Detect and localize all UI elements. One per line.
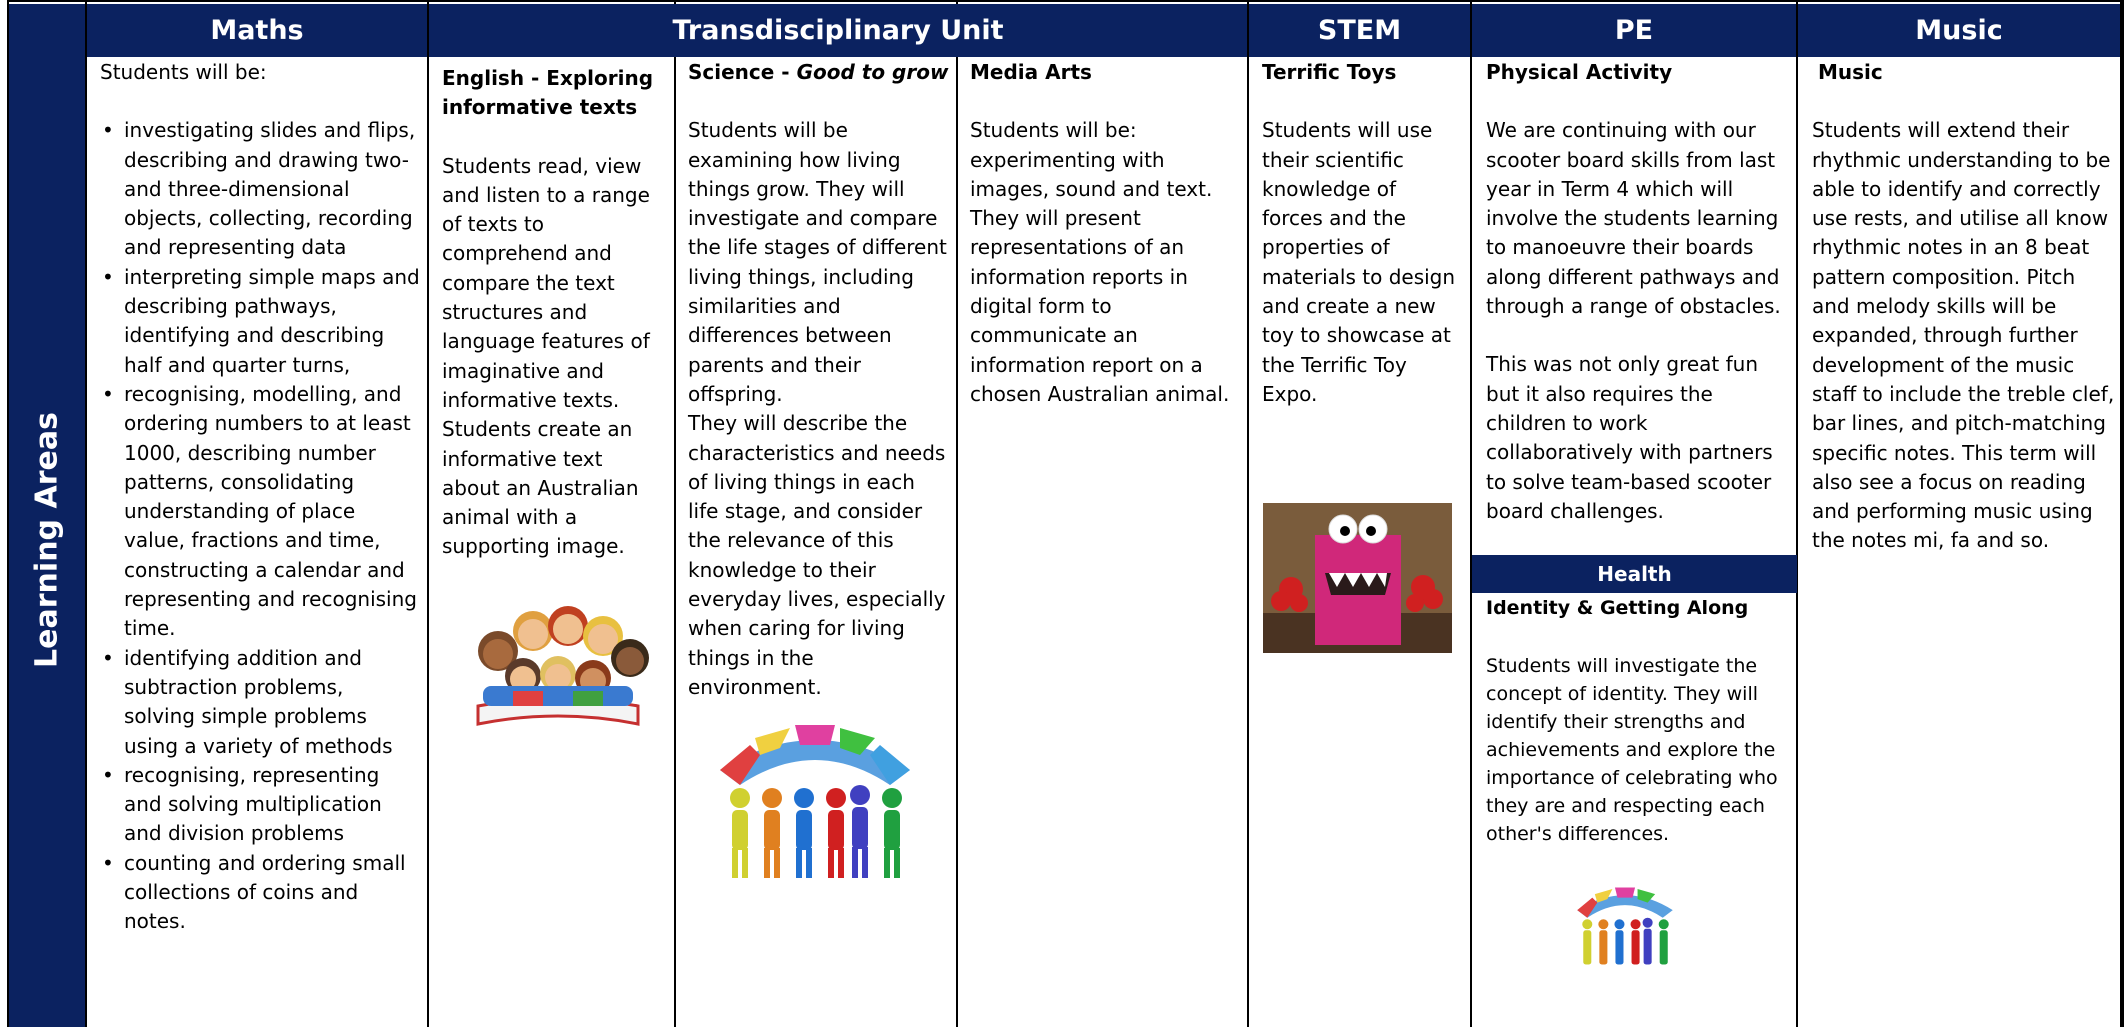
col-rule — [85, 0, 87, 1027]
science-cell: Science - Good to grow Students will be … — [688, 58, 950, 702]
maths-cell: Students will be: investigating slides a… — [100, 58, 420, 937]
pe-body-2: This was not only great fun but it also … — [1486, 352, 1773, 523]
maths-intro: Students will be: — [100, 60, 267, 84]
media-arts-cell: Media Arts Students will be: experimenti… — [970, 58, 1248, 409]
col-rule — [1796, 0, 1798, 1027]
table-frame — [7, 0, 2124, 1027]
media-arts-title: Media Arts — [970, 60, 1092, 84]
science-title: Science - Good to grow — [688, 60, 949, 84]
media-arts-body: Students will be: experimenting with ima… — [970, 118, 1230, 406]
science-body-1: Students will be examining how living th… — [688, 118, 947, 406]
pe-body-1: We are continuing with our scooter board… — [1486, 118, 1781, 319]
health-body: Students will investigate the concept of… — [1486, 655, 1778, 846]
col-rule — [956, 0, 958, 1027]
stem-cell: Terrific Toys Students will use their sc… — [1262, 58, 1462, 409]
stem-body: Students will use their scientific knowl… — [1262, 118, 1456, 406]
header-blank — [9, 4, 85, 57]
maths-list: investigating slides and flips, describi… — [100, 116, 420, 936]
col-rule — [1247, 0, 1249, 1027]
list-item: recognising, modelling, and ordering num… — [102, 380, 420, 644]
list-item: counting and ordering small collections … — [102, 849, 420, 937]
header-music: Music — [1798, 4, 2120, 57]
list-item: interpreting simple maps and describing … — [102, 263, 420, 380]
col-rule — [2120, 0, 2124, 1027]
music-body: Students will extend their rhythmic unde… — [1812, 118, 2115, 553]
science-body-2: They will describe the characteristics a… — [688, 411, 946, 699]
stem-title: Terrific Toys — [1262, 60, 1397, 84]
health-title: Identity & Getting Along — [1486, 597, 1749, 619]
monster-toy-image — [1263, 503, 1452, 653]
children-reading-icon — [476, 606, 649, 726]
english-cell: English - Exploring informative texts St… — [442, 64, 664, 562]
col-rule — [1470, 0, 1472, 1027]
health-cell: Identity & Getting Along Students will i… — [1486, 594, 1791, 848]
music-cell: Music Students will extend their rhythmi… — [1812, 58, 2118, 556]
learning-areas-sidebar — [9, 57, 85, 1027]
pe-title: Physical Activity — [1486, 60, 1673, 84]
english-title: English - Exploring informative texts — [442, 66, 654, 120]
health-header: Health — [1472, 555, 1797, 593]
header-pe: PE — [1472, 4, 1796, 57]
list-item: identifying addition and subtraction pro… — [102, 644, 420, 761]
header-transdisciplinary: Transdisciplinary Unit — [429, 4, 1247, 57]
pe-cell: Physical Activity We are continuing with… — [1486, 58, 1794, 526]
list-item: investigating slides and flips, describi… — [102, 116, 420, 262]
header-maths: Maths — [87, 4, 427, 57]
list-item: recognising, representing and solving mu… — [102, 761, 420, 849]
puzzle-people-icon — [720, 725, 910, 878]
learning-areas-label: Learning Areas — [29, 412, 65, 668]
puzzle-people-small-icon — [1577, 887, 1673, 965]
col-rule — [674, 0, 676, 1027]
music-title: Music — [1818, 60, 1883, 84]
english-body: Students read, view and listen to a rang… — [442, 153, 650, 559]
col-rule — [427, 0, 429, 1027]
header-stem: STEM — [1249, 4, 1470, 57]
